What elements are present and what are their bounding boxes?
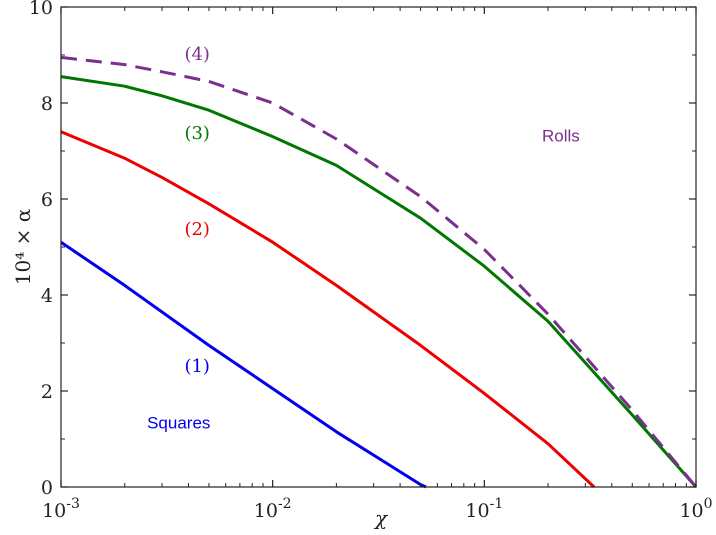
annotation-4: (4) <box>184 44 210 65</box>
annotation-rolls: Rolls <box>542 126 580 145</box>
annotations-layer: (1) (2) (3) (4) Squares Rolls <box>147 44 580 433</box>
x-tick-label: 10-1 <box>465 496 503 522</box>
y-tick-label: 10 <box>29 0 53 19</box>
annotation-2: (2) <box>184 219 210 240</box>
annotation-1: (1) <box>184 356 210 377</box>
y-tick-label: 6 <box>41 189 53 211</box>
series-2-line <box>60 130 596 489</box>
x-axis-label: χ <box>373 506 389 530</box>
series-4-line <box>60 55 698 488</box>
series-3-line <box>60 75 698 488</box>
labels-layer: 10-3 10-2 10-1 100 0 2 4 6 8 10 <box>29 0 713 522</box>
x-tick-label: 100 <box>679 496 712 522</box>
y-tick-label: 4 <box>41 285 53 307</box>
y-tick-label: 2 <box>41 381 53 403</box>
annotation-3: (3) <box>184 123 210 144</box>
x-tick-label: 10-3 <box>42 496 80 522</box>
annotation-squares: Squares <box>147 413 210 432</box>
y-axis-label: 10⁴ × α <box>11 209 35 285</box>
x-tick-label: 10-2 <box>254 496 292 522</box>
y-tick-label: 0 <box>41 477 53 499</box>
y-tick-label: 8 <box>41 93 53 115</box>
plot-frame <box>60 6 697 488</box>
